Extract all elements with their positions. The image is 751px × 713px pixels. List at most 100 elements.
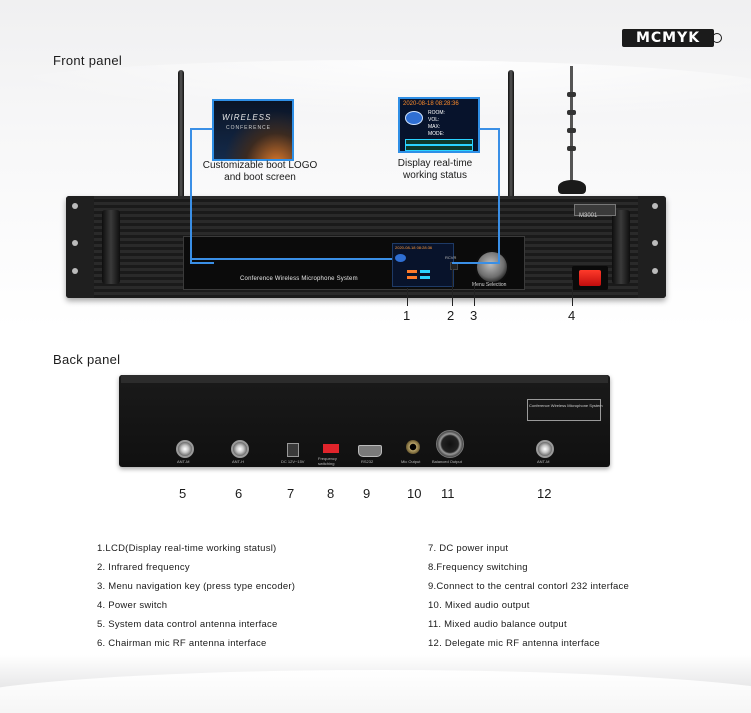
lcd-channel-bar <box>420 270 430 273</box>
status-screen-callout: 2020-08-18 08:28:36 ROOM: VOL: MAX: MODE… <box>398 97 480 153</box>
rack-handle-right <box>612 210 630 284</box>
legend-item: 5. System data control antenna interface <box>97 619 278 630</box>
legend-item: 9.Connect to the central contorl 232 int… <box>428 581 630 592</box>
ir-label: RCVR <box>445 255 457 260</box>
status-channel-bar <box>405 139 473 145</box>
warning-label <box>527 399 601 421</box>
brand-logo: MCMYK <box>622 29 722 47</box>
port-label: Balanced Output <box>432 459 462 464</box>
antenna-connector[interactable] <box>176 440 194 458</box>
front-panel-title: Front panel <box>53 53 123 68</box>
rack-ear-left <box>66 196 94 298</box>
legend-item: 3. Menu navigation key (press type encod… <box>97 581 296 592</box>
lcd-channel-bar <box>420 276 430 279</box>
status-channel-bar <box>405 145 473 151</box>
port-label: DC 12V~15V <box>281 459 305 464</box>
legend-item: 12. Delegate mic RF antenna interface <box>428 638 600 649</box>
mount-hole-icon <box>72 268 78 274</box>
antenna-coil <box>567 146 576 151</box>
boot-screen-image <box>214 101 292 159</box>
callout-number: 11 <box>441 486 455 501</box>
model-badge <box>574 204 616 216</box>
back-panel-title: Back panel <box>53 352 121 367</box>
status-callout-caption: Display real-time working status <box>397 158 473 181</box>
pointer-line <box>407 288 408 306</box>
menu-encoder-knob[interactable] <box>475 250 509 284</box>
boot-screen-subtitle: CONFERENCE <box>226 125 272 131</box>
legend-item: 1.LCD(Display real-time working statusl) <box>97 543 277 554</box>
boot-callout-line <box>190 258 392 260</box>
frequency-dip-switch[interactable] <box>323 444 339 453</box>
balanced-output-xlr[interactable] <box>436 430 464 458</box>
status-line: MAX: <box>428 124 441 130</box>
callout-number: 2 <box>447 308 455 323</box>
mount-hole-icon <box>652 268 658 274</box>
dc-power-jack[interactable] <box>287 443 299 457</box>
status-line: VOL: <box>428 117 440 123</box>
callout-number: 3 <box>470 308 478 323</box>
boot-screen-title: WIRELESS <box>222 113 272 122</box>
callout-number: 12 <box>537 486 552 501</box>
lcd-datetime: 2020-08-18 08:28:36 <box>395 245 433 250</box>
left-antenna <box>178 70 184 200</box>
mount-hole-icon <box>652 240 658 246</box>
antenna-connector[interactable] <box>231 440 249 458</box>
port-label: ANT-M <box>537 459 550 464</box>
rs232-port[interactable] <box>358 445 382 457</box>
status-datetime: 2020-08-18 08:28:36 <box>403 101 459 107</box>
legend-item: 6. Chairman mic RF antenna interface <box>97 638 267 649</box>
boot-callout-line <box>190 128 214 264</box>
legend-item: 7. DC power input <box>428 543 509 554</box>
port-label: Mic Output <box>401 459 421 464</box>
lcd-logo-icon <box>395 254 406 262</box>
status-callout-line <box>478 128 500 264</box>
background-wave <box>0 60 751 120</box>
legend-item: 11. Mixed audio balance output <box>428 619 567 630</box>
back-chassis-top <box>121 375 608 383</box>
port-label: Frequency switching <box>318 456 337 466</box>
callout-number: 9 <box>363 486 371 501</box>
pointer-line <box>474 284 475 306</box>
port-label: ANT-H <box>232 459 244 464</box>
antenna-coil <box>567 92 576 97</box>
status-line: MODE: <box>428 131 445 137</box>
mount-hole-icon <box>652 203 658 209</box>
antenna-connector[interactable] <box>536 440 554 458</box>
boot-screen-callout: WIRELESS CONFERENCE <box>212 99 294 161</box>
callout-number: 8 <box>327 486 335 501</box>
boot-callout-caption: Customizable boot LOGO and boot screen <box>202 160 318 183</box>
callout-number: 6 <box>235 486 243 501</box>
status-line: ROOM: <box>428 110 445 116</box>
mount-hole-icon <box>72 240 78 246</box>
lcd-channel-bar <box>407 276 417 279</box>
status-logo-icon <box>405 111 423 125</box>
lcd-display <box>392 243 454 287</box>
front-window-caption: Conference Wireless Microphone System <box>240 276 358 282</box>
callout-number: 10 <box>407 486 422 501</box>
legend-item: 8.Frequency switching <box>428 562 528 573</box>
rack-handle-left <box>102 210 120 284</box>
legend-item: 4. Power switch <box>97 600 168 611</box>
status-callout-line <box>452 262 498 264</box>
callout-number: 4 <box>568 308 576 323</box>
legend-item: 10. Mixed audio output <box>428 600 530 611</box>
rack-ear-right <box>638 196 666 298</box>
callout-number: 5 <box>179 486 187 501</box>
pointer-line <box>572 280 573 306</box>
mic-output-jack[interactable] <box>406 440 420 454</box>
mount-hole-icon <box>72 203 78 209</box>
antenna-coil <box>567 128 576 133</box>
port-label: ANT-M <box>177 459 190 464</box>
knob-label: Menu Selection <box>472 282 507 288</box>
callout-number: 7 <box>287 486 295 501</box>
power-switch[interactable] <box>579 270 601 286</box>
legend-item: 2. Infrared frequency <box>97 562 190 573</box>
model-text: M3001 <box>579 213 598 219</box>
port-label: RS232 <box>361 459 374 464</box>
bottom-swoosh <box>0 670 751 713</box>
antenna-coil <box>567 110 576 115</box>
pointer-line <box>452 268 453 306</box>
right-antenna <box>508 70 514 200</box>
warning-text: Conference Wireless Microphone System <box>529 403 603 408</box>
